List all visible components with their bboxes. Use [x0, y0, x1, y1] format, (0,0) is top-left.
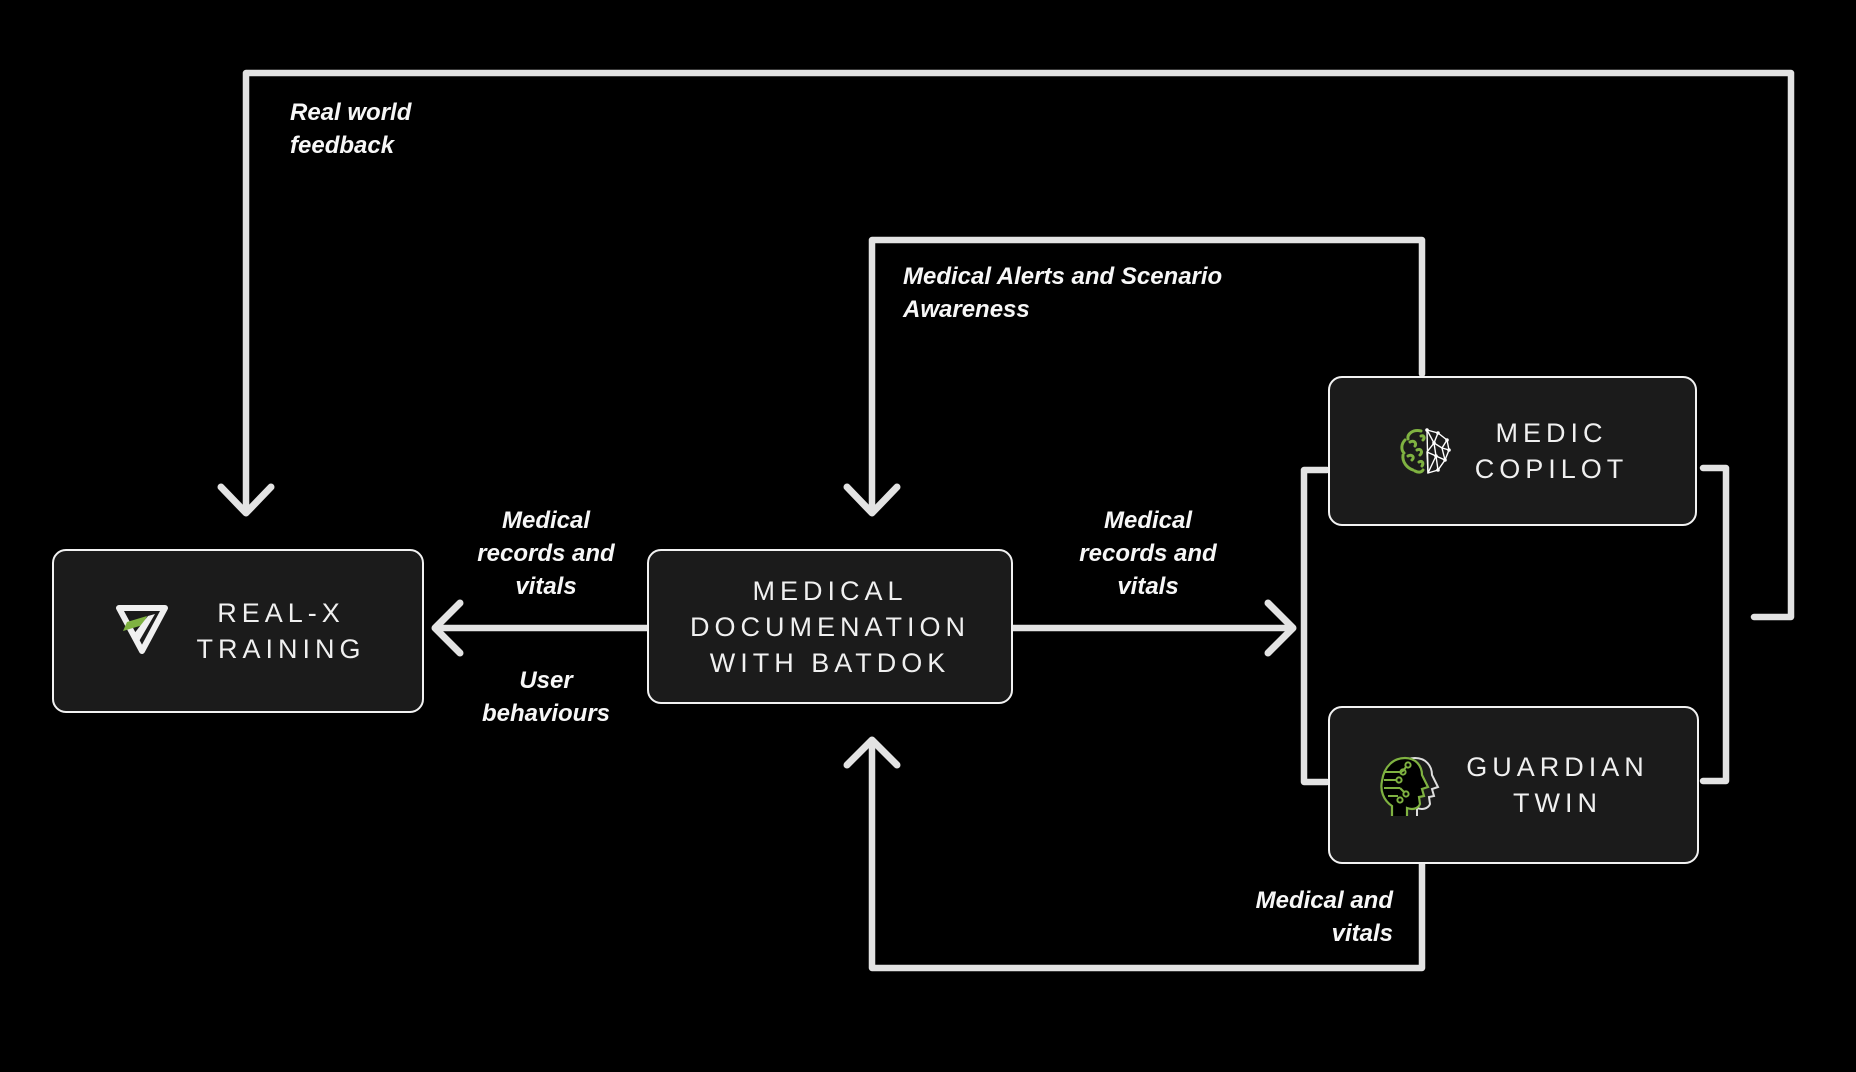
- arrowhead-down-into-batdok: [843, 483, 901, 517]
- node-medic-copilot: MEDIC COPILOT: [1328, 376, 1697, 526]
- node-label-medic-copilot: MEDIC COPILOT: [1474, 418, 1629, 484]
- arrowhead-right-into-bracket: [1264, 599, 1297, 657]
- node-realx-training: REAL-X TRAINING: [52, 549, 424, 713]
- node-label-guardian-twin: GUARDIAN TWIN: [1466, 752, 1649, 818]
- node-label-realx: REAL-X TRAINING: [196, 598, 366, 664]
- edge-medical-alerts-line: [868, 236, 1426, 512]
- node-guardian-twin: GUARDIAN TWIN: [1328, 706, 1699, 864]
- node-label-batdok: MEDICAL DOCUMENATION WITH BATDOK: [690, 575, 970, 678]
- arrowhead-up-into-batdok: [843, 736, 901, 769]
- edge-label-records-vitals-right: Medical records and vitals: [1079, 507, 1217, 600]
- edge-label-medical-alerts: Medical Alerts and Scenario Awareness: [903, 263, 1223, 323]
- edge-label-records-vitals-left: Medical records and vitals: [477, 507, 615, 600]
- edge-real-world-feedback-line: [242, 69, 1795, 621]
- edge-medical-and-vitals-line: [868, 740, 1426, 972]
- edge-label-user-behaviours: User behaviours: [481, 667, 611, 727]
- brain-icon: [1400, 428, 1451, 474]
- arrowhead-down-into-realx: [217, 483, 275, 517]
- node-medical-documenation-batdok: MEDICAL DOCUMENATION WITH BATDOK: [647, 549, 1013, 704]
- edge-label-real-world-feedback: Real world feedback: [290, 99, 412, 159]
- realx-logo-icon: [116, 605, 169, 654]
- bracket-left-of-ai-nodes: [1300, 466, 1331, 786]
- arrowhead-left-into-realx: [431, 599, 464, 657]
- twin-heads-icon: [1380, 756, 1440, 816]
- bracket-right-of-ai-nodes: [1699, 464, 1730, 785]
- edge-label-medical-and-vitals: Medical and vitals: [1255, 887, 1393, 947]
